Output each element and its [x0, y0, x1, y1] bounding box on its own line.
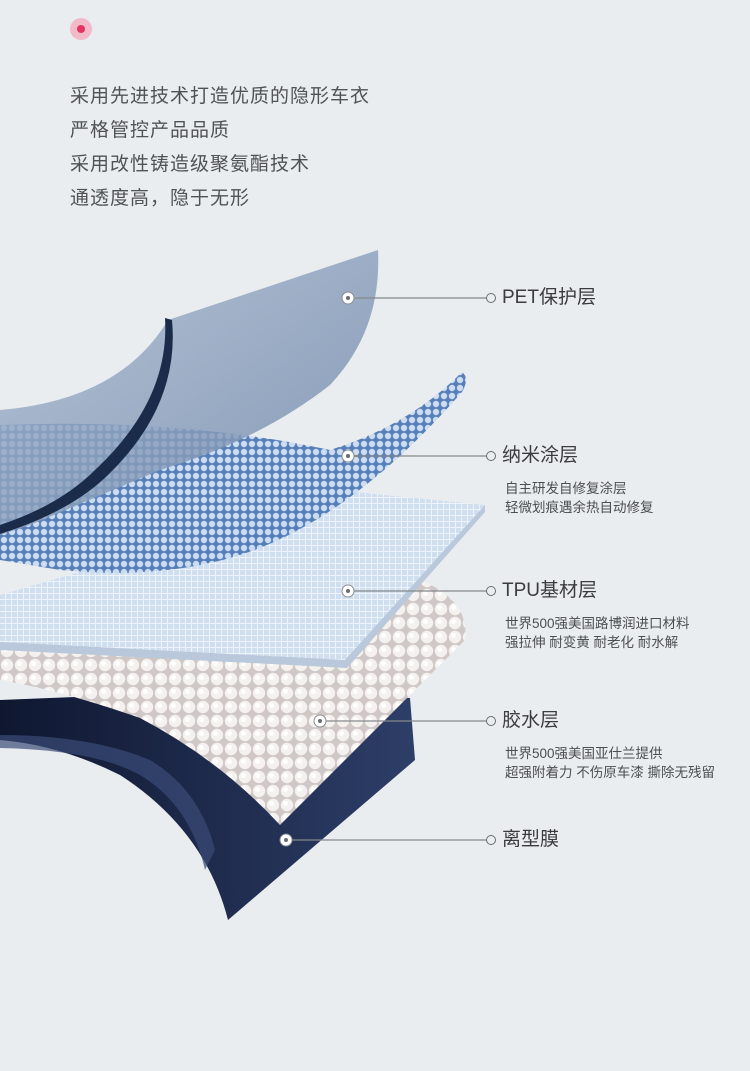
ring-marker-icon: [486, 293, 496, 303]
pet-layer: [0, 250, 379, 535]
pointer-pet: [341, 291, 486, 305]
layer-desc-line: 超强附着力 不伤原车漆 撕除无残留: [505, 765, 716, 780]
nano-coating-layer: [0, 372, 466, 573]
layer-title: 离型膜: [502, 829, 560, 850]
layer-desc-line: 强拉伸 耐变黄 耐老化 耐水解: [505, 635, 679, 650]
intro-line: 严格管控产品品质: [70, 120, 231, 141]
pointer-glue: [313, 714, 486, 728]
label-release: 离型膜: [486, 829, 559, 851]
ring-marker-icon: [486, 835, 496, 845]
intro-line: 采用改性铸造级聚氨酯技术: [70, 154, 311, 175]
layer-desc-line: 世界500强美国亚仕兰提供: [505, 746, 663, 761]
layer-title: 胶水层: [502, 710, 560, 731]
ring-marker-icon: [486, 586, 496, 596]
layer-desc-line: 轻微划痕遇余热自动修复: [505, 500, 654, 515]
pointer-tpu: [341, 584, 486, 598]
label-nano: 纳米涂层 自主研发自修复涂层 轻微划痕遇余热自动修复: [486, 445, 654, 517]
label-glue: 胶水层 世界500强美国亚仕兰提供 超强附着力 不伤原车漆 撕除无残留: [486, 710, 715, 782]
decorative-dot-icon: [70, 18, 92, 40]
intro-text-block: 采用先进技术打造优质的隐形车衣 严格管控产品品质 采用改性铸造级聚氨酯技术 通透…: [70, 86, 370, 222]
layer-desc-line: 世界500强美国路博润进口材料: [505, 616, 690, 631]
label-tpu: TPU基材层 世界500强美国路博润进口材料 强拉伸 耐变黄 耐老化 耐水解: [486, 580, 690, 652]
tpu-layer: [0, 492, 485, 668]
intro-line: 通透度高，隐于无形: [70, 188, 251, 209]
layer-title: TPU基材层: [502, 580, 598, 601]
pointer-nano: [341, 449, 486, 463]
layer-title: PET保护层: [502, 287, 596, 308]
intro-line: 采用先进技术打造优质的隐形车衣: [70, 86, 371, 107]
label-pet: PET保护层: [486, 287, 596, 309]
layer-title: 纳米涂层: [502, 445, 579, 466]
ring-marker-icon: [486, 451, 496, 461]
ring-marker-icon: [486, 716, 496, 726]
layer-desc-line: 自主研发自修复涂层: [505, 481, 627, 496]
pointer-release: [279, 833, 486, 847]
